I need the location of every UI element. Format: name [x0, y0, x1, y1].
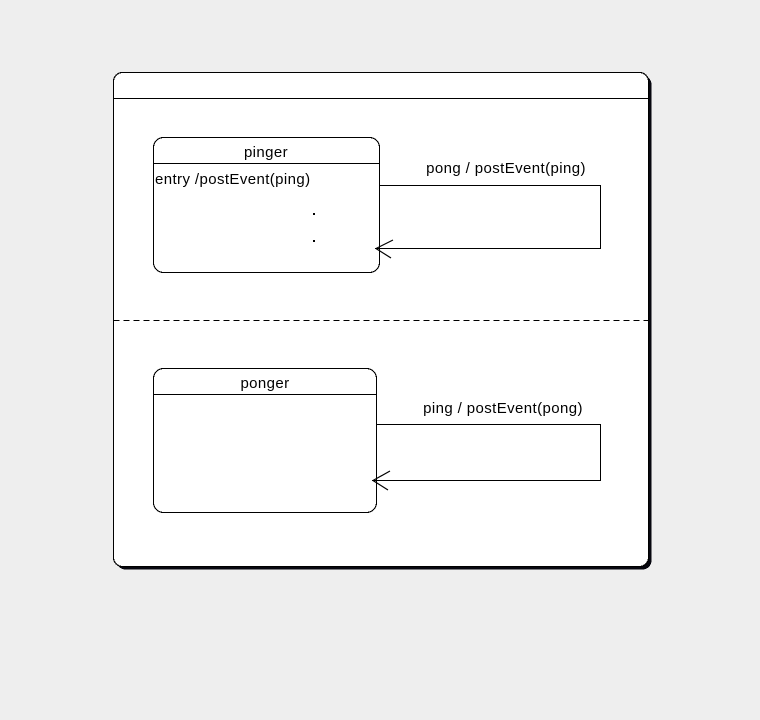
state-ponger-title: ponger: [240, 375, 289, 392]
state-pinger-box: [152, 136, 381, 274]
state-pinger: pinger entry /postEvent(ping) pong / pos…: [152, 136, 602, 274]
state-ponger: ponger ping / postEvent(pong): [152, 367, 602, 514]
continuation-dot: [313, 240, 315, 242]
state-pinger-title: pinger: [244, 144, 288, 161]
continuation-dot: [313, 213, 315, 215]
transition-ponger-arrowhead-icon: [371, 470, 391, 491]
state-ponger-box: [152, 367, 378, 514]
transition-pinger-label: pong / postEvent(ping): [426, 160, 586, 177]
transition-ponger-loop: [372, 423, 602, 482]
transition-pinger-loop: [375, 184, 602, 250]
state-pinger-entry-action: entry /postEvent(ping): [155, 171, 311, 188]
transition-ponger-label: ping / postEvent(pong): [423, 400, 583, 417]
transition-pinger-arrowhead-icon: [374, 239, 394, 259]
